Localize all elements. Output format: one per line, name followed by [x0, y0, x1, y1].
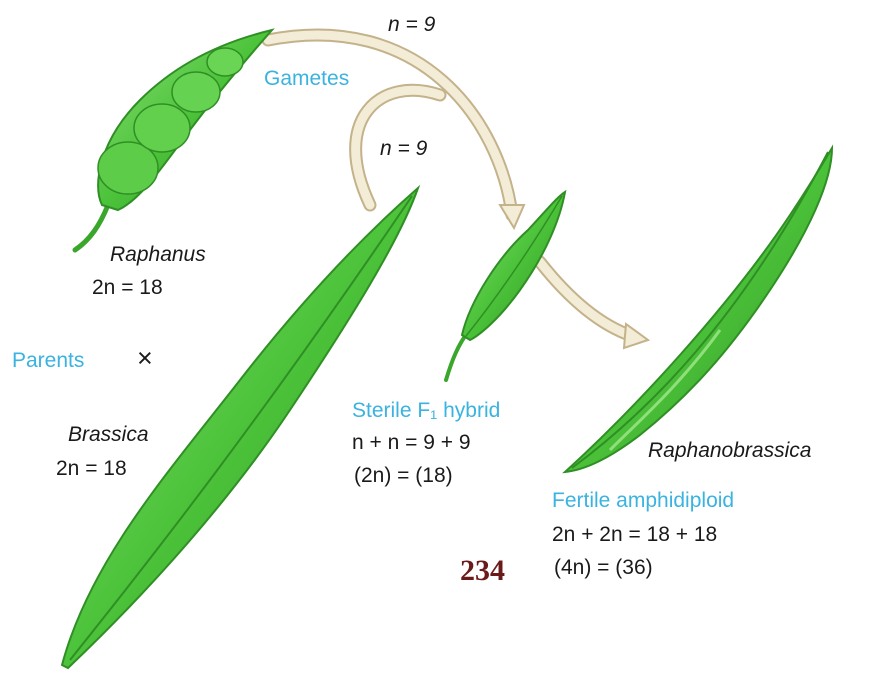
arrow-raphanus-gamete [268, 35, 524, 228]
label-n-top: n = 9 [388, 14, 435, 35]
raphanus-name: Raphanus [110, 244, 206, 265]
label-gametes: Gametes [264, 68, 349, 89]
raphanobrassica-name: Raphanobrassica [648, 440, 811, 461]
raphanobrassica-pod [565, 148, 832, 472]
cross-icon: × [137, 345, 153, 372]
amphi-sum: 2n + 2n = 18 + 18 [552, 524, 717, 545]
hybrid-total: (2n) = (18) [354, 465, 453, 486]
label-fertile-amphidiploid: Fertile amphidiploid [552, 490, 734, 511]
brassica-count: 2n = 18 [56, 458, 127, 479]
label-sterile-hybrid: Sterile F₁ hybrid [352, 400, 500, 421]
label-n-mid: n = 9 [380, 138, 427, 159]
hybrid-sum: n + n = 9 + 9 [352, 432, 471, 453]
hybrid-pod [446, 192, 565, 380]
raphanus-count: 2n = 18 [92, 277, 163, 298]
brassica-name: Brassica [68, 424, 149, 445]
page-number: 234 [460, 556, 505, 586]
label-parents: Parents [12, 350, 84, 371]
arrow-to-amphidiploid [540, 262, 648, 348]
raphanus-pod [75, 30, 272, 250]
amphi-total: (4n) = (36) [554, 557, 653, 578]
